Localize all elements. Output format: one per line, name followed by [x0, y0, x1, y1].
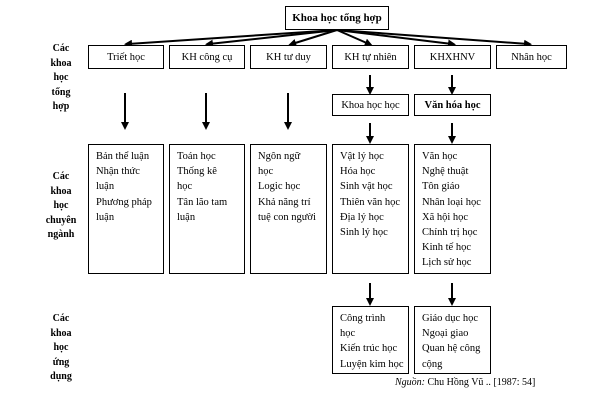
list-item: Tân lão tam	[177, 196, 228, 208]
source-text: Chu Hồng Vũ .. [1987: 54]	[427, 377, 536, 388]
row-label-line: học	[53, 200, 69, 211]
arrow-root-kh-cong-cu	[205, 29, 338, 48]
applied-social-box: Giáo dục học Ngoại giao Quan hệ công cộn…	[414, 306, 491, 374]
arrow-root-triet-hoc	[124, 29, 338, 48]
category-khxhnv: KHXHNV	[414, 45, 491, 69]
source-label: Nguồn:	[395, 377, 425, 388]
list-item: Chính trị học	[422, 227, 478, 239]
category-kh-tu-nhien: KH tự nhiên	[332, 45, 409, 69]
list-item: tuệ con người	[258, 211, 316, 223]
list-item: luận	[177, 211, 196, 223]
specialized-thinking-box: Ngôn ngữ học Logic học Khả năng trí tuệ …	[250, 144, 327, 274]
list-item: Khả năng trí	[258, 196, 311, 208]
vertical-arrows	[121, 75, 456, 306]
list-item: Lịch sử học	[422, 257, 472, 269]
specialized-philosophy-box: Bản thể luận Nhận thức luận Phương pháp …	[88, 144, 164, 274]
list-item: luận	[96, 211, 115, 223]
list-item: Thiên văn học	[340, 196, 401, 208]
list-item: Sinh lý học	[340, 227, 388, 239]
list-item: Nghệ thuật	[422, 166, 469, 178]
list-item: Kinh tế học	[422, 242, 471, 254]
subcategory-van-hoa-hoc: Văn hóa học	[414, 94, 491, 116]
specialized-social-box: Văn học Nghệ thuật Tôn giáo Nhân loại họ…	[414, 144, 491, 274]
source-citation: Nguồn: Chu Hồng Vũ .. [1987: 54]	[395, 377, 535, 388]
list-item: Sinh vật học	[340, 181, 393, 193]
list-item: Vật lý học	[340, 151, 384, 162]
arrow-root-nhan-hoc	[336, 29, 532, 48]
row-label-general: Các khoa học tổng hợp	[42, 42, 80, 115]
arrow-root-kh-tu-duy	[288, 29, 338, 47]
specialized-natural-box: Vật lý học Hóa học Sinh vật học Thiên vă…	[332, 144, 409, 274]
list-item: Địa lý học	[340, 211, 384, 223]
row-label-line: ứng	[52, 356, 70, 368]
row-label-line: khoa	[50, 57, 72, 69]
row-label-line: hợp	[52, 101, 70, 112]
row-label-line: khoa	[50, 185, 72, 197]
list-item: Nhận thức	[96, 166, 140, 178]
row-label-line: Các	[52, 171, 70, 182]
list-item: cộng	[422, 358, 443, 370]
list-item: Văn học	[422, 151, 458, 162]
list-item: Hóa học	[340, 166, 376, 178]
category-triet-hoc: Triết học	[88, 45, 164, 69]
list-item: Bản thể luận	[96, 151, 150, 162]
list-item: Ngoại giao	[422, 328, 469, 340]
list-item: luận	[96, 181, 115, 193]
list-item: Xã hội học	[422, 211, 469, 223]
row-label-specialized: Các khoa học chuyên ngành	[42, 170, 80, 243]
list-item: Toán học	[177, 151, 216, 162]
list-item: Quan hệ công	[422, 343, 481, 355]
list-item: Luyện kim học	[340, 358, 404, 370]
row-label-line: tổng	[51, 86, 71, 98]
list-item: Thống kê	[177, 166, 217, 178]
list-item: học	[258, 166, 274, 178]
specialized-tools-box: Toán học Thống kê học Tân lão tam luận	[169, 144, 245, 274]
row-label-line: ngành	[47, 229, 75, 240]
list-item: Kiến trúc học	[340, 343, 398, 355]
row-label-line: chuyên	[45, 214, 77, 226]
list-item: học	[177, 181, 193, 193]
subcategory-khoa-hoc-hoc: Khoa học học	[332, 94, 409, 116]
category-kh-tu-duy: KH tư duy	[250, 45, 327, 69]
list-item: Giáo dục học	[422, 313, 478, 324]
list-item: Tôn giáo	[422, 181, 460, 193]
row-label-line: Các	[52, 43, 70, 54]
row-label-line: học	[53, 342, 69, 353]
list-item: Ngôn ngữ	[258, 151, 301, 162]
root-node: Khoa học tổng hợp	[285, 6, 389, 30]
list-item: Nhân loại học	[422, 196, 481, 208]
category-kh-cong-cu: KH công cụ	[169, 45, 245, 69]
row-label-line: dụng	[50, 371, 72, 382]
row-label-line: học	[53, 72, 69, 83]
list-item: học	[340, 328, 356, 340]
row-label-line: Các	[52, 313, 70, 324]
applied-natural-box: Công trình học Kiến trúc học Luyện kim h…	[332, 306, 409, 374]
category-nhan-hoc: Nhân học	[496, 45, 567, 69]
list-item: Công trình	[340, 313, 386, 324]
root-arrows	[124, 29, 532, 48]
list-item: Logic học	[258, 181, 301, 193]
arrow-root-kh-tu-nhien	[336, 29, 373, 47]
row-label-applied: Các khoa học ứng dụng	[42, 312, 80, 385]
list-item: Phương pháp	[96, 196, 152, 208]
row-label-line: khoa	[50, 327, 72, 339]
